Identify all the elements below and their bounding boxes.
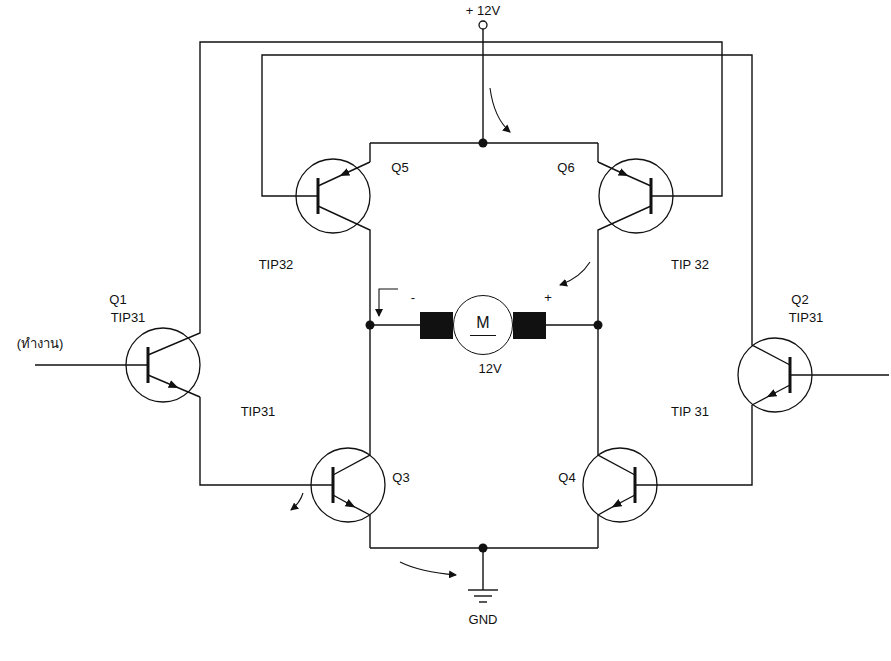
part-number: TIP32 [258, 258, 295, 273]
voltage-rating: 12V [477, 362, 502, 377]
transistor-symbol [738, 338, 812, 412]
transistor-name: Q1 [108, 293, 127, 308]
motor-symbol: M [453, 295, 513, 355]
motor-terminal [420, 312, 453, 339]
part-number: TIP31 [110, 311, 147, 326]
motor-bar [470, 335, 496, 336]
current-flow-arrows [291, 88, 590, 575]
base-bar [634, 467, 637, 503]
state-note: (ทำงาน) [16, 337, 65, 352]
base-bar [650, 178, 653, 214]
base-bar [317, 178, 320, 214]
current-arrow [560, 262, 590, 285]
polarity-mark: - [410, 291, 416, 306]
transistor-symbols [126, 159, 812, 522]
transistor-name: Q5 [390, 161, 409, 176]
motor-terminals [420, 312, 546, 339]
part-number: TIP 32 [670, 258, 710, 273]
npn-emitter [148, 375, 200, 397]
npn-emitter [598, 495, 635, 515]
q1-base-wire [35, 364, 148, 365]
emitters [148, 162, 790, 515]
base-bar [789, 357, 792, 393]
q6-emitter-lead [597, 143, 598, 162]
part-number: TIP31 [240, 405, 277, 420]
base-bars [148, 178, 790, 503]
base-bar [332, 467, 335, 503]
part-number: TIP 31 [670, 405, 710, 420]
q1-collector-wire [148, 42, 722, 355]
transistor-name: Q2 [790, 293, 809, 308]
wires [35, 29, 889, 590]
transistor-symbol [311, 448, 385, 522]
junction-dot [479, 544, 488, 553]
junction-dot [479, 139, 488, 148]
transistor-name: Q4 [557, 471, 576, 486]
ground-label: GND [468, 613, 499, 628]
motor-lead [546, 324, 598, 325]
transistor-symbol [296, 159, 370, 233]
npn-emitter [333, 495, 370, 515]
junction-dot [366, 321, 375, 330]
npn-emitter [752, 385, 790, 405]
q5-collector-wire [318, 206, 370, 325]
ground-wire [482, 548, 483, 590]
transistor-symbol [126, 328, 200, 402]
q6-collector-wire [598, 206, 651, 325]
q2-base-wire [790, 374, 889, 375]
part-number: TIP31 [788, 311, 825, 326]
polarity-mark: + [543, 291, 553, 306]
motor-terminal [513, 312, 546, 339]
ground-symbol [468, 590, 498, 602]
pnp-emitter [318, 162, 370, 186]
current-arrow [379, 289, 398, 316]
junction-dots [366, 139, 603, 553]
q2-collector-wire [262, 55, 790, 365]
current-arrow [291, 493, 303, 510]
current-arrow [400, 562, 456, 575]
motor-letter: M [476, 314, 489, 332]
q4-emitter-lead [597, 515, 598, 548]
supply-wire [482, 29, 483, 143]
supply-terminal [479, 21, 487, 29]
supply-label: + 12V [465, 4, 501, 19]
transistor-symbol [583, 448, 657, 522]
transistor-name: Q3 [391, 471, 410, 486]
q5-emitter-lead [369, 143, 370, 162]
pnp-emitter [598, 162, 651, 186]
base-bar [147, 347, 150, 383]
current-arrow [490, 88, 510, 132]
junction-dot [594, 321, 603, 330]
q3-emitter-lead [369, 515, 370, 548]
transistor-symbol [599, 159, 673, 233]
q2-emitter-wire [635, 405, 752, 485]
motor-lead [370, 324, 420, 325]
transistor-name: Q6 [556, 161, 575, 176]
